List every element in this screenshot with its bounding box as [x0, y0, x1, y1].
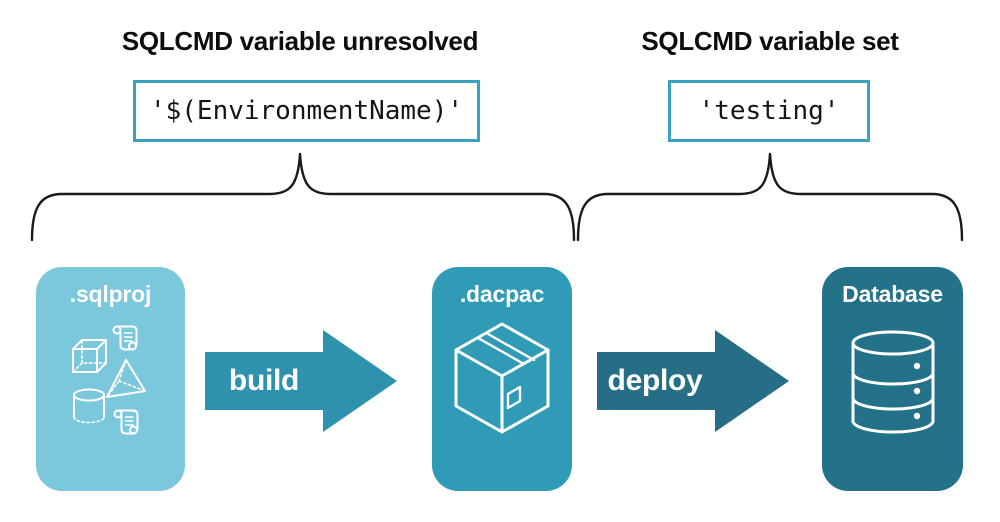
- build-arrow-label: build: [228, 364, 300, 397]
- code-box-environment-variable: '$(EnvironmentName)': [133, 80, 480, 142]
- build-arrow-shape: [205, 330, 397, 432]
- build-arrow: [205, 330, 397, 432]
- heading-sqlcmd-unresolved: SQLCMD variable unresolved: [121, 26, 479, 56]
- node-sqlproj-label: .sqlproj: [69, 281, 152, 307]
- node-sqlproj: .sqlproj: [36, 267, 185, 491]
- deploy-arrow-label: deploy: [607, 364, 703, 397]
- node-database-label: Database: [842, 281, 943, 307]
- node-dacpac: .dacpac: [432, 267, 572, 491]
- code-text-testing-value: 'testing': [698, 96, 840, 126]
- package-box-icon: [454, 322, 550, 434]
- sql-objects-icon: [72, 325, 146, 435]
- node-database: Database: [822, 267, 963, 491]
- brace-right-icon: [576, 152, 964, 242]
- brace-left-icon: [30, 152, 576, 242]
- deploy-arrow-shape: [597, 330, 789, 432]
- code-box-testing-value: 'testing': [668, 80, 870, 142]
- node-dacpac-label: .dacpac: [459, 281, 545, 307]
- database-icon: [851, 330, 935, 434]
- code-text-environment-variable: '$(EnvironmentName)': [149, 96, 464, 126]
- heading-sqlcmd-set: SQLCMD variable set: [641, 26, 899, 56]
- deploy-arrow: [597, 330, 789, 432]
